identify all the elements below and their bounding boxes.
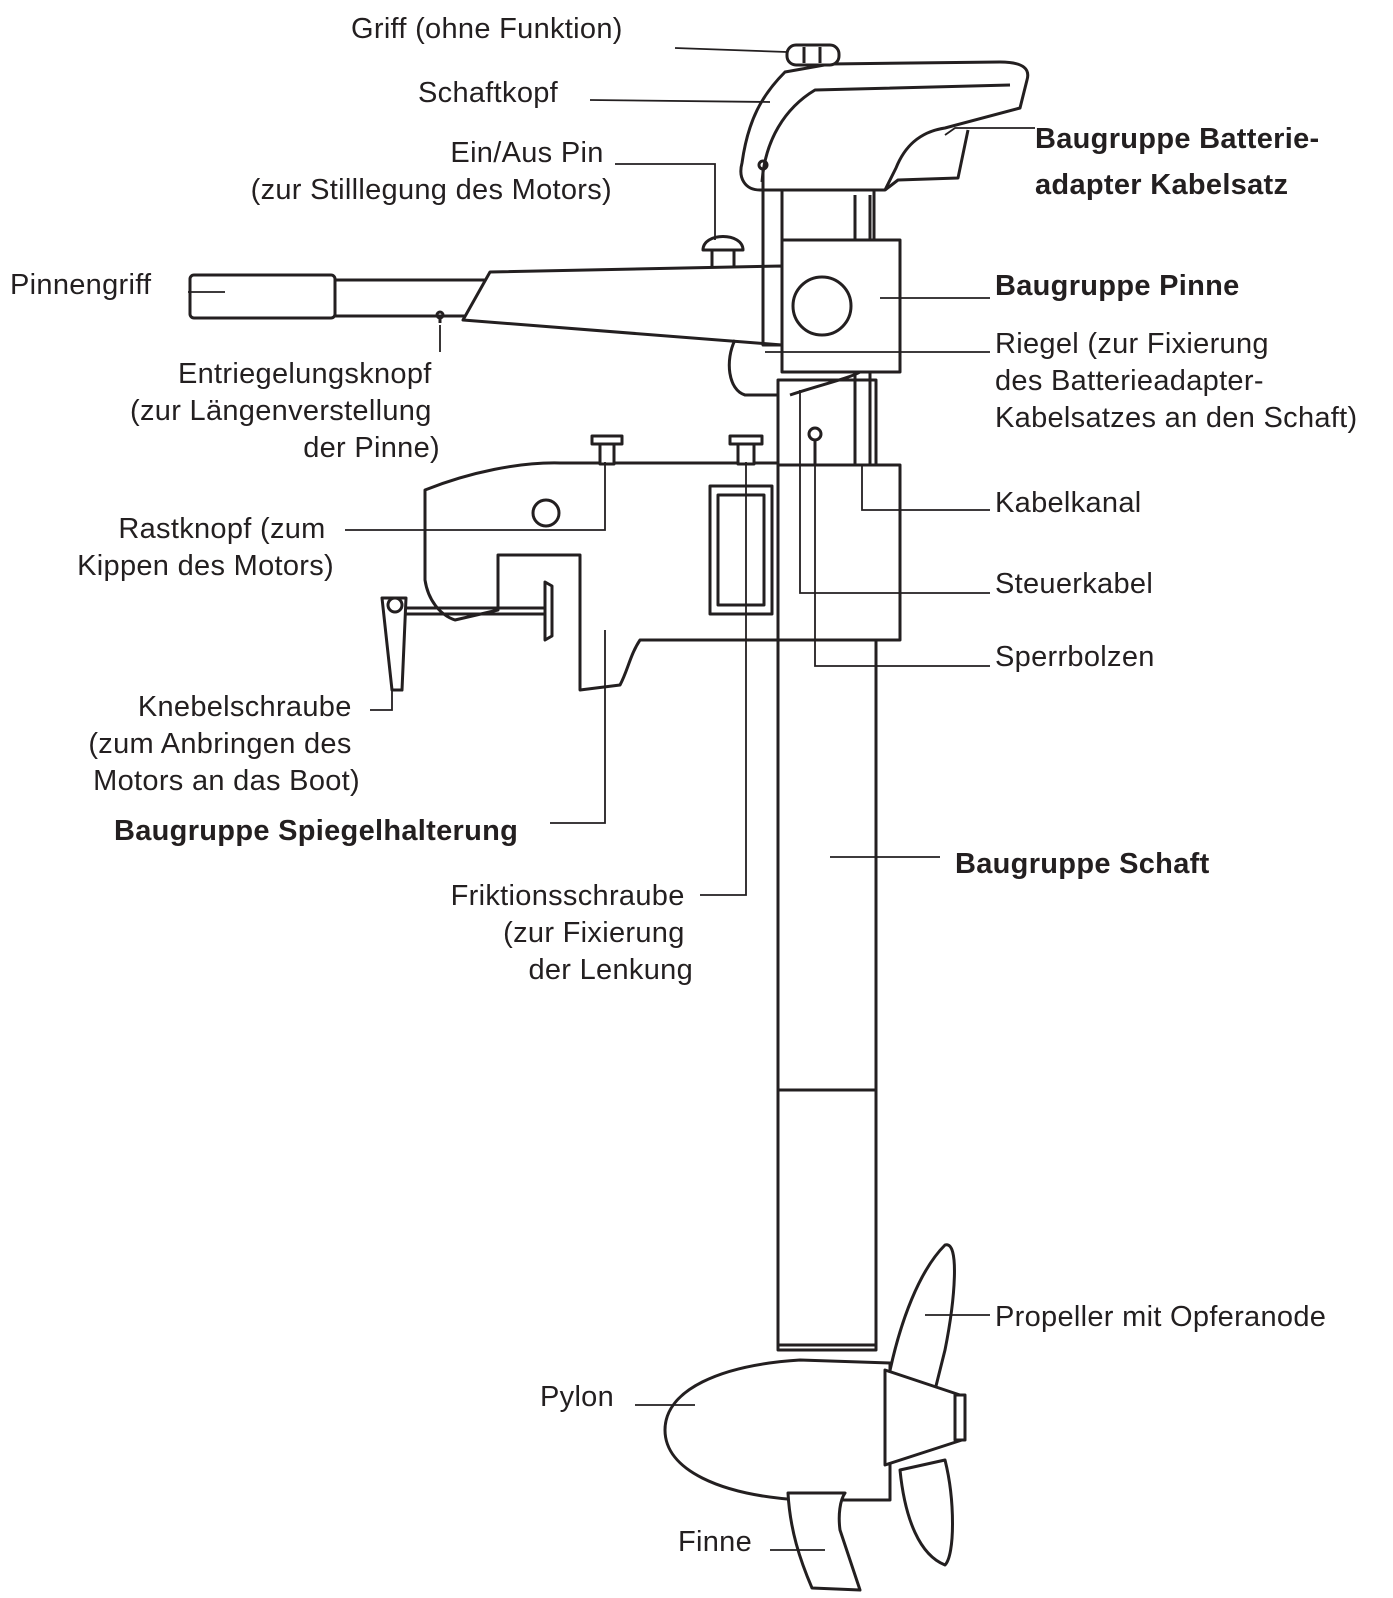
label-schaftkopf: Schaftkopf bbox=[418, 77, 559, 109]
tiller bbox=[188, 264, 784, 347]
ein-aus-pin bbox=[701, 235, 745, 270]
control-cable bbox=[727, 339, 861, 397]
labels: Griff (ohne Funktion) Schaftkopf Ein/Aus… bbox=[10, 13, 1357, 1558]
tiller-block-hole bbox=[791, 275, 853, 337]
label-baugruppe-pinne: Baugruppe Pinne bbox=[995, 270, 1240, 302]
label-pinnengriff: Pinnengriff bbox=[10, 269, 152, 301]
propeller-drawing bbox=[883, 1243, 967, 1567]
transom-mount bbox=[423, 461, 780, 692]
fin bbox=[786, 1491, 862, 1592]
label-kabelkanal: Kabelkanal bbox=[995, 487, 1142, 519]
label-friktionsschraube: Friktionsschraube (zur Fixierung der Len… bbox=[451, 880, 693, 986]
rastknopf-knob bbox=[590, 434, 624, 466]
knebelschraube-drawing bbox=[380, 580, 554, 692]
label-baugruppe-spiegelhalterung: Baugruppe Spiegelhalterung bbox=[114, 815, 518, 847]
friktion-knob bbox=[728, 434, 764, 466]
lock-pin bbox=[807, 426, 823, 442]
shaft-head bbox=[739, 60, 1030, 192]
label-baugruppe-schaft: Baugruppe Schaft bbox=[955, 848, 1210, 880]
label-propeller: Propeller mit Opferanode bbox=[995, 1301, 1326, 1333]
label-riegel: Riegel (zur Fixierung des Batterieadapte… bbox=[995, 328, 1357, 434]
shaft-collar bbox=[780, 188, 876, 242]
label-steuerkabel: Steuerkabel bbox=[995, 568, 1153, 600]
label-entriegelungsknopf: Entriegelungsknopf (zur Längenverstellun… bbox=[130, 358, 440, 464]
label-finne: Finne bbox=[678, 1526, 752, 1558]
label-pylon: Pylon bbox=[540, 1381, 614, 1413]
label-knebelschraube: Knebelschraube (zum Anbringen des Motors… bbox=[88, 691, 360, 797]
leader-lines bbox=[188, 47, 1035, 1551]
label-sperrbolzen: Sperrbolzen bbox=[995, 641, 1155, 673]
lower-block bbox=[776, 463, 902, 642]
label-ein-aus-pin: Ein/Aus Pin (zur Stilllegung des Motors) bbox=[251, 137, 612, 206]
label-griff: Griff (ohne Funktion) bbox=[351, 13, 623, 45]
motor-drawing bbox=[188, 43, 1030, 1592]
latch bbox=[761, 170, 782, 347]
label-rastknopf: Rastknopf (zum Kippen des Motors) bbox=[77, 513, 334, 582]
pylon-body bbox=[663, 1358, 892, 1502]
label-baugruppe-batterie: Baugruppe Batterie- adapter Kabelsatz bbox=[1035, 123, 1328, 201]
griff-knob bbox=[785, 43, 841, 67]
